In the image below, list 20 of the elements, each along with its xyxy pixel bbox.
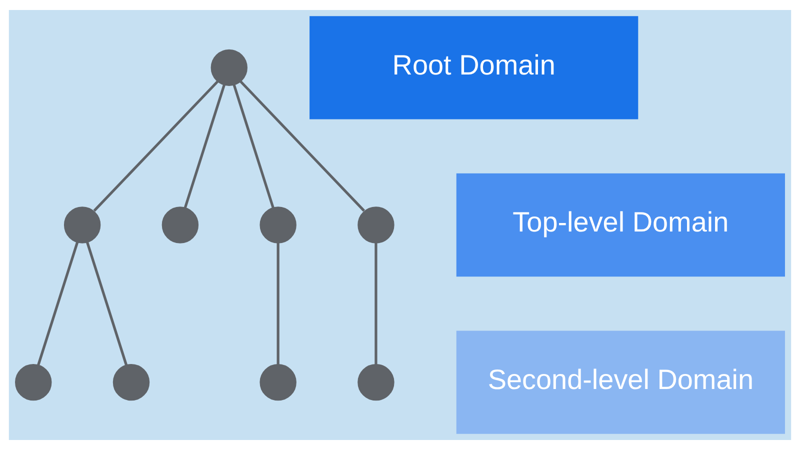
connector [93,80,219,212]
node-box: Top-level Domain [456,172,785,276]
connector [276,242,280,364]
node-circle [162,206,199,243]
connector [86,241,128,366]
node-circle [64,206,101,243]
node-circle [112,363,150,400]
connector [374,242,378,364]
node-circle [260,206,296,243]
connector [232,84,274,208]
node-circle [15,363,52,400]
connector [240,80,366,212]
node-box: Root Domain [310,16,638,119]
node-circle [260,363,296,400]
node-box: Second-level Domain [456,330,785,434]
connector [36,241,79,366]
connector [184,84,226,208]
node-circle [358,206,394,243]
node-circle [358,363,394,400]
node-circle [210,48,248,86]
